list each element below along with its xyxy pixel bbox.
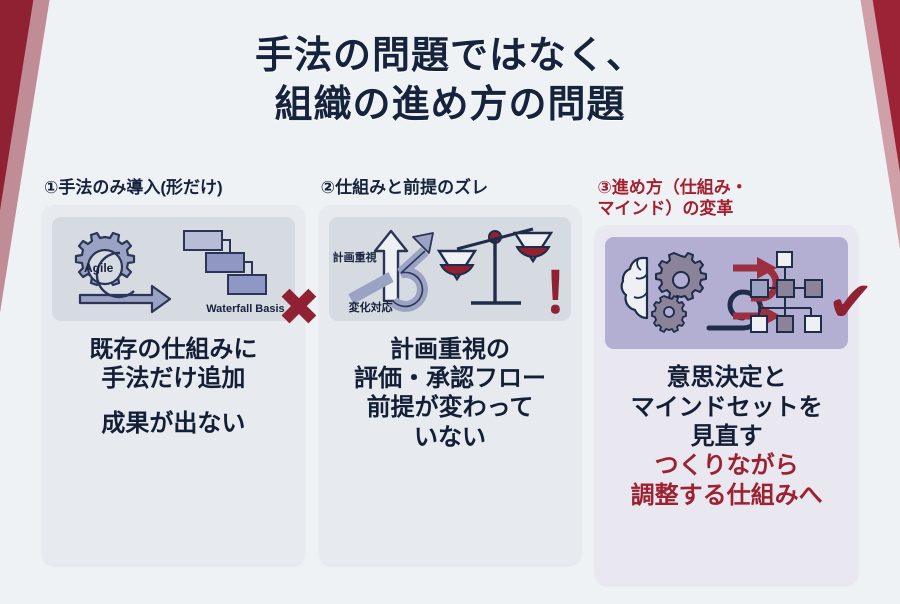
card-3-body: 意思決定と マインドセットを 見直す つくりながら 調整する仕組みへ [595,225,859,586]
agile-loop-arrow-icon [79,251,172,313]
card-3-line-red-2: 調整する仕組みへ [630,481,823,509]
card-1-line-2: 手法だけ追加 [101,365,246,392]
card-2-line-1: 計画重視の [390,335,510,363]
slide-title: 手法の問題ではなく、 組織の進め方の問題 [0,32,900,129]
card-1-body: Waterfall Basis Agile 既存の仕組みに 手法だけ追加 成果が… [42,204,305,565]
card-3-illustration [605,237,849,350]
card-methodology-only: ①手法のみ導入(形だけ) [42,178,321,565]
card-2-change-label: 変化対応 [348,301,393,314]
card-3-heading: ③進め方（仕組み・ マインド）の変革 [597,178,748,218]
card-3-line-red-1: つくりながら [654,452,799,480]
card-1-text: 既存の仕組みに 手法だけ追加 成果が出ない [52,335,295,439]
waterfall-boxes-icon [183,229,268,295]
card-2-line-2: 評価・承認フロー [354,365,546,392]
card-2-plan-label: 計画重視 [332,251,377,264]
card-2-heading: ②仕組みと前提のズレ [320,178,489,197]
org-chart-icon [749,251,823,334]
card-2-body: 計画重視 変化対応 計画重視の 評価・承認フロー 前提が変わって いない [318,204,582,565]
gear-small-icon [650,295,687,334]
card-1-illustration: Waterfall Basis Agile [52,216,295,321]
brain-icon [620,257,648,320]
plan-up-arrow-icon [373,229,409,302]
card-2-line-4: いない [414,423,486,451]
slide-title-line-1: 手法の問題ではなく、 [254,35,645,77]
card-1-waterfall-label: Waterfall Basis [206,302,285,315]
gear-large-icon [654,252,707,302]
card-1-agile-label: Agile [84,260,114,275]
exclamation-mark: ！ [541,262,598,325]
card-transformation: ③進め方（仕組み・ マインド）の変革 [595,178,874,586]
slide-title-line-2: 組織の進め方の問題 [274,83,626,126]
card-3-line-1: 意思決定と [666,364,787,392]
card-1-line-1: 既存の仕組みに [89,335,258,363]
card-2-illustration: 計画重視 変化対応 [328,216,572,321]
card-3-line-2: マインドセットを [630,393,823,421]
card-3-text: 意思決定と マインドセットを 見直す つくりながら 調整する仕組みへ [605,363,848,509]
change-curve-arrow-icon [348,231,434,312]
check-mark: ✔ [827,270,875,333]
card-1-heading: ①手法のみ導入(形だけ) [44,178,223,197]
card-structure-premise-gap: ②仕組みと前提のズレ [318,178,597,565]
card-2-line-3: 前提が変わって [366,394,534,422]
card-3-line-3: 見直す [690,423,763,450]
cross-mark: ✖ [277,279,321,337]
cards-row: ①手法のみ導入(形だけ) [42,178,874,586]
card-1-line-3: 成果が出ない [101,410,246,438]
balance-scale-icon [436,227,554,305]
card-2-text: 計画重視の 評価・承認フロー 前提が変わって いない [329,335,572,452]
